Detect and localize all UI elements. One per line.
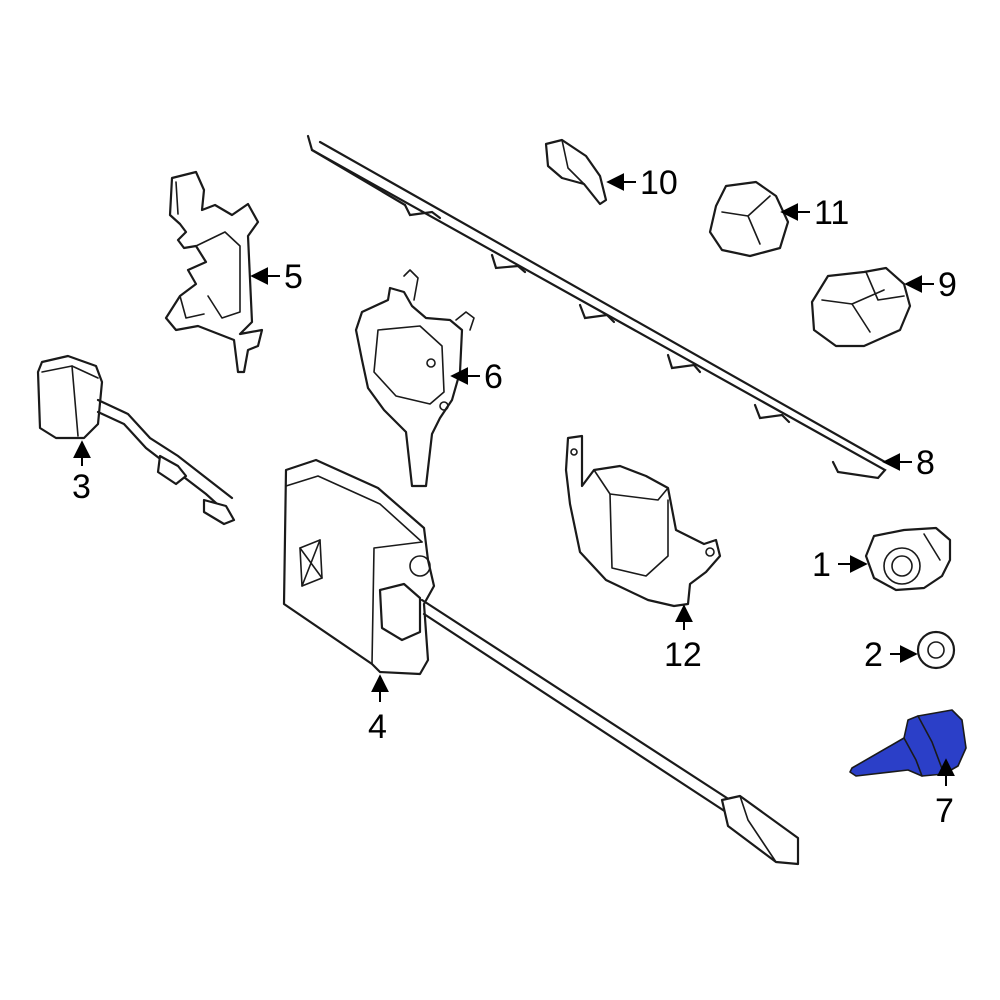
callout-5: 5 (250, 258, 303, 296)
callout-6-label: 6 (484, 358, 503, 396)
callout-7-label: 7 (935, 792, 954, 830)
callout-10-label: 10 (640, 164, 678, 202)
part-2-washer[interactable] (916, 630, 956, 670)
callout-2-label: 2 (864, 636, 883, 674)
callout-9: 9 (904, 266, 957, 304)
callout-6: 6 (450, 358, 503, 396)
part-11-sensor[interactable] (708, 180, 790, 258)
callout-1: 1 (812, 546, 868, 584)
callout-11-label: 11 (814, 194, 849, 232)
callout-8-label: 8 (916, 444, 935, 482)
part-12-bracket[interactable] (564, 434, 722, 608)
part-3-sensor-pigtail[interactable] (36, 354, 236, 526)
callout-8: 8 (882, 444, 935, 482)
part-7-cover[interactable] (849, 709, 967, 777)
callout-12: 12 (664, 604, 702, 674)
callout-7: 7 (935, 758, 955, 830)
callout-4: 4 (368, 674, 389, 746)
callout-5-label: 5 (284, 258, 303, 296)
callout-3-label: 3 (72, 468, 91, 506)
callout-4-label: 4 (368, 708, 387, 746)
callout-1-label: 1 (812, 546, 831, 584)
callout-11: 11 (780, 194, 849, 232)
callout-3: 3 (72, 440, 91, 506)
part-8-wiring-harness[interactable] (306, 134, 887, 480)
part-6-bracket[interactable] (354, 269, 475, 488)
callout-12-label: 12 (664, 636, 702, 674)
part-9-sensor[interactable] (810, 266, 912, 348)
part-1-sensor[interactable] (864, 526, 952, 592)
part-4-control-module[interactable] (282, 458, 800, 866)
callout-9-label: 9 (938, 266, 957, 304)
part-5-bracket[interactable] (164, 170, 264, 374)
callout-2: 2 (864, 636, 918, 674)
part-10-connector[interactable] (544, 138, 608, 206)
callout-10: 10 (606, 164, 678, 202)
